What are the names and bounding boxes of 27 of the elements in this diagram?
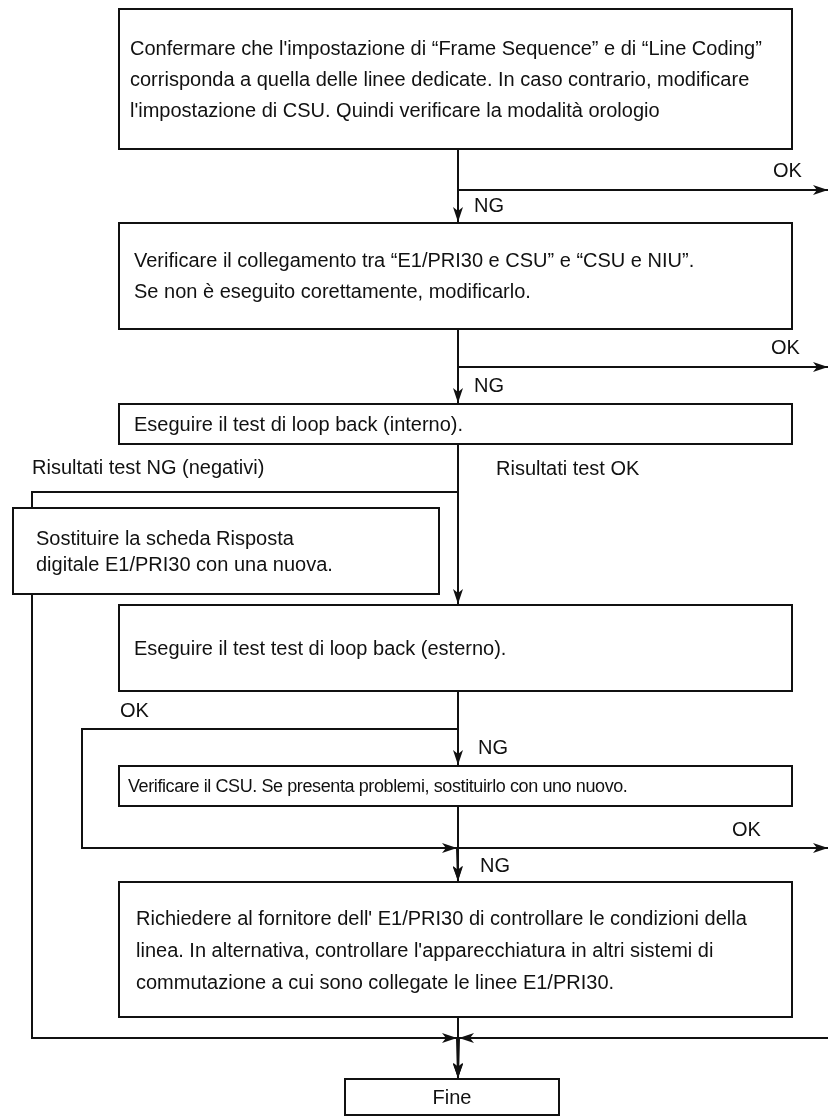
step-text: Richiedere al fornitore dell' E1/PRI30 di controllare le condizioni della linea. In alternativa, controllare l'apparecchiatura in altri sistemi di commutazione a cui sono collegate le linee E1/PRI30. (136, 905, 748, 995)
process-box (118, 403, 793, 445)
edge-label: NG (474, 374, 504, 396)
edge-label: Risultati test OK (496, 457, 640, 479)
edge-label: OK (773, 159, 802, 181)
edge-label: OK (120, 699, 149, 721)
terminal-box (344, 1078, 560, 1116)
edge-label: NG (478, 736, 508, 758)
edge-label: NG (474, 194, 504, 216)
step-text: Eseguire il test di loop back (interno). (134, 412, 464, 437)
edge-label: OK (771, 336, 800, 358)
step-text: Verificare il collegamento tra “E1/PRI30 e CSU” e “CSU e NIU”. Se non è eseguito corettamente, modificarlo. (134, 248, 696, 304)
process-box (118, 8, 793, 150)
step-text: Sostituire la scheda Risposta digitale E1/PRI30 con una nuova. (36, 526, 334, 577)
process-box (118, 765, 793, 807)
edge-label: OK (732, 818, 761, 840)
step-text: Confermare che l'impostazione di “Frame Sequence” e di “Line Coding” corrisponda a quella delle linee dedicate. In caso contrario, modificare l'impostazione di CSU. Quindi verificare la modalità orologio (130, 35, 763, 123)
process-box (12, 507, 440, 595)
process-box (118, 222, 793, 330)
edge-label: NG (480, 854, 510, 876)
process-box (118, 604, 793, 692)
arrow (453, 444, 463, 605)
step-text: Fine (432, 1085, 472, 1109)
edge-label: Risultati test NG (negativi) (32, 456, 265, 478)
process-box (118, 881, 793, 1018)
step-text: Eseguire il test test di loop back (esterno). (134, 636, 507, 661)
step-text: Verificare il CSU. Se presenta problemi, sostituirlo con uno nuovo. (128, 775, 628, 798)
